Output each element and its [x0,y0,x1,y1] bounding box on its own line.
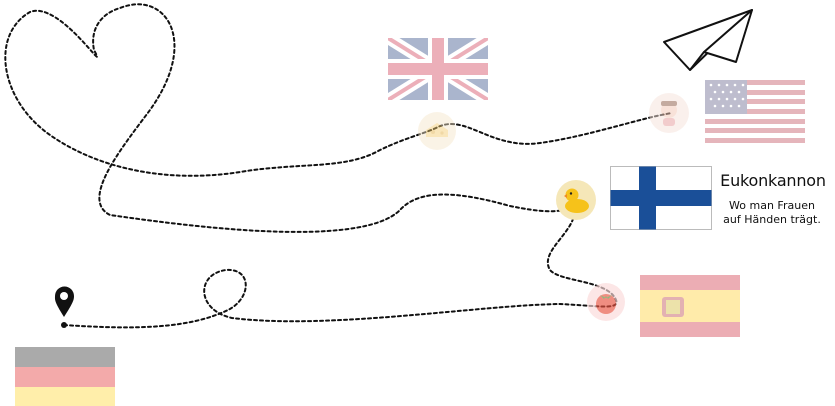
map-pin-icon [54,286,74,328]
destination-caption-line-1: Wo man Frauen [729,199,815,212]
uk-flag-icon [388,38,488,100]
rubber-duck-icon [556,180,596,220]
destination-title: Eukonkannon [720,171,826,190]
dotted-route-path [4,3,673,329]
tomato-icon [587,283,625,321]
usa-flag-icon [705,80,805,143]
paper-plane-icon [663,9,753,71]
finland-flag-icon [610,166,712,230]
germany-flag-icon [15,347,115,406]
person-icon [649,93,689,133]
spain-flag-icon [640,275,740,337]
destination-caption-line-2: auf Händen trägt. [723,213,821,226]
cheese-icon [418,112,456,150]
